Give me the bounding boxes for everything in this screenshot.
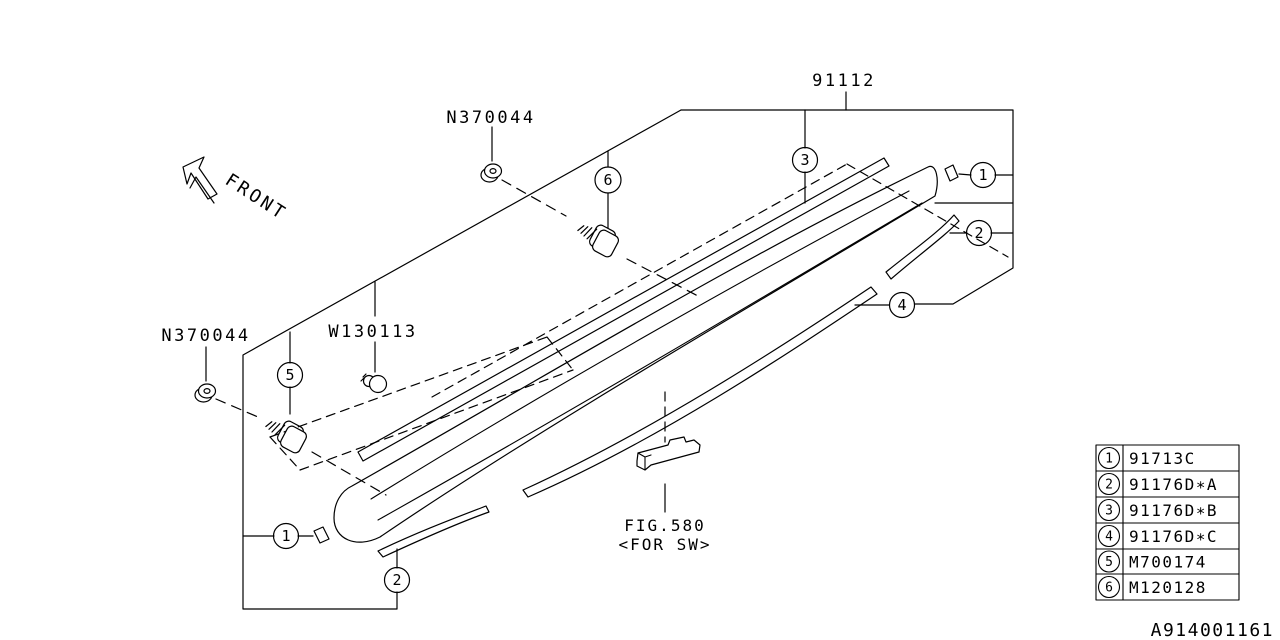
- callout-number: 5: [285, 366, 294, 384]
- clip-91713C-top-icon: [944, 164, 959, 182]
- legend-row-number: 5: [1105, 555, 1113, 570]
- strip-right-91176DA: [885, 214, 960, 280]
- callout-number: 1: [978, 166, 987, 184]
- callout-number: 6: [603, 171, 612, 189]
- drawing-id: A914001161: [1151, 620, 1274, 640]
- callout-circle-4: 4: [888, 291, 916, 319]
- callout-circle-3: 3: [791, 146, 819, 174]
- strip-bottomleft-91176DA: [377, 505, 490, 558]
- callout-circle-2-bottom: 2: [383, 566, 411, 594]
- legend-row: 3 91176D∗B: [1097, 498, 1218, 522]
- legend-row: 5 M700174: [1097, 550, 1207, 573]
- legend-row-part: 91176D∗C: [1129, 527, 1218, 546]
- legend-row-part: M120128: [1129, 578, 1207, 597]
- garnish-body: [333, 165, 938, 543]
- main-part-number-label: 91112: [812, 71, 876, 91]
- legend-row-number: 1: [1105, 452, 1113, 467]
- legend-row: 2 91176D∗A: [1097, 472, 1218, 496]
- nut-top-label: N370044: [446, 108, 535, 128]
- strip-lower-91176DC: [522, 286, 878, 498]
- nut-left-N370044-icon: [194, 383, 217, 403]
- legend-row: 6 M120128: [1097, 575, 1207, 599]
- legend-row-part: 91713C: [1129, 449, 1196, 468]
- screw-M700174-icon: [260, 411, 311, 456]
- front-arrow-chevron-icon: [189, 176, 215, 204]
- clip-W130113-icon: [360, 373, 388, 394]
- legend-table: 1 91713C 2 91176D∗A 3 91176D∗B 4 91176D∗…: [1095, 444, 1240, 601]
- switch-bracket-icon: [636, 436, 701, 471]
- screw-M120128-icon: [572, 215, 623, 260]
- legend-row-number: 3: [1105, 504, 1113, 519]
- legend-row-number: 4: [1105, 530, 1113, 545]
- callout-number: 1: [281, 527, 290, 545]
- legend-row-number: 6: [1105, 581, 1113, 596]
- tailgate-hidden-lines: [269, 163, 1009, 471]
- callout-circle-5: 5: [276, 361, 304, 389]
- fig-ref-label: FIG.580: [624, 516, 705, 535]
- callout-circle-2-top: 2: [965, 219, 993, 247]
- legend-row-part: M700174: [1129, 553, 1207, 572]
- callout-circle-1-bottom: 1: [272, 522, 300, 550]
- legend-row-part: 91176D∗B: [1129, 501, 1218, 520]
- callout-number: 2: [974, 224, 983, 242]
- nut-left-label: N370044: [161, 326, 250, 346]
- callout-number: 4: [897, 296, 906, 314]
- leader-lines: [205, 91, 1014, 537]
- fig-ref-sub-label: <FOR SW>: [618, 535, 711, 554]
- nut-top-N370044-icon: [480, 163, 503, 183]
- clip-91713C-bottom-icon: [313, 526, 330, 544]
- strip-upper-91176DB: [357, 157, 890, 462]
- front-arrow-icon: [182, 156, 218, 200]
- callout-circle-1-top: 1: [969, 161, 997, 189]
- clip-label: W130113: [328, 322, 417, 342]
- callout-number: 2: [392, 571, 401, 589]
- legend-row-number: 2: [1105, 478, 1113, 493]
- legend-row: 4 91176D∗C: [1097, 524, 1218, 548]
- front-label: FRONT: [221, 170, 290, 225]
- legend-row: 1 91713C: [1097, 446, 1196, 470]
- install-axis-lines: [215, 179, 699, 496]
- callout-number: 3: [800, 151, 809, 169]
- legend-row-part: 91176D∗A: [1129, 475, 1218, 494]
- callout-circle-6: 6: [594, 166, 622, 194]
- front-direction-indicator: FRONT: [182, 156, 291, 225]
